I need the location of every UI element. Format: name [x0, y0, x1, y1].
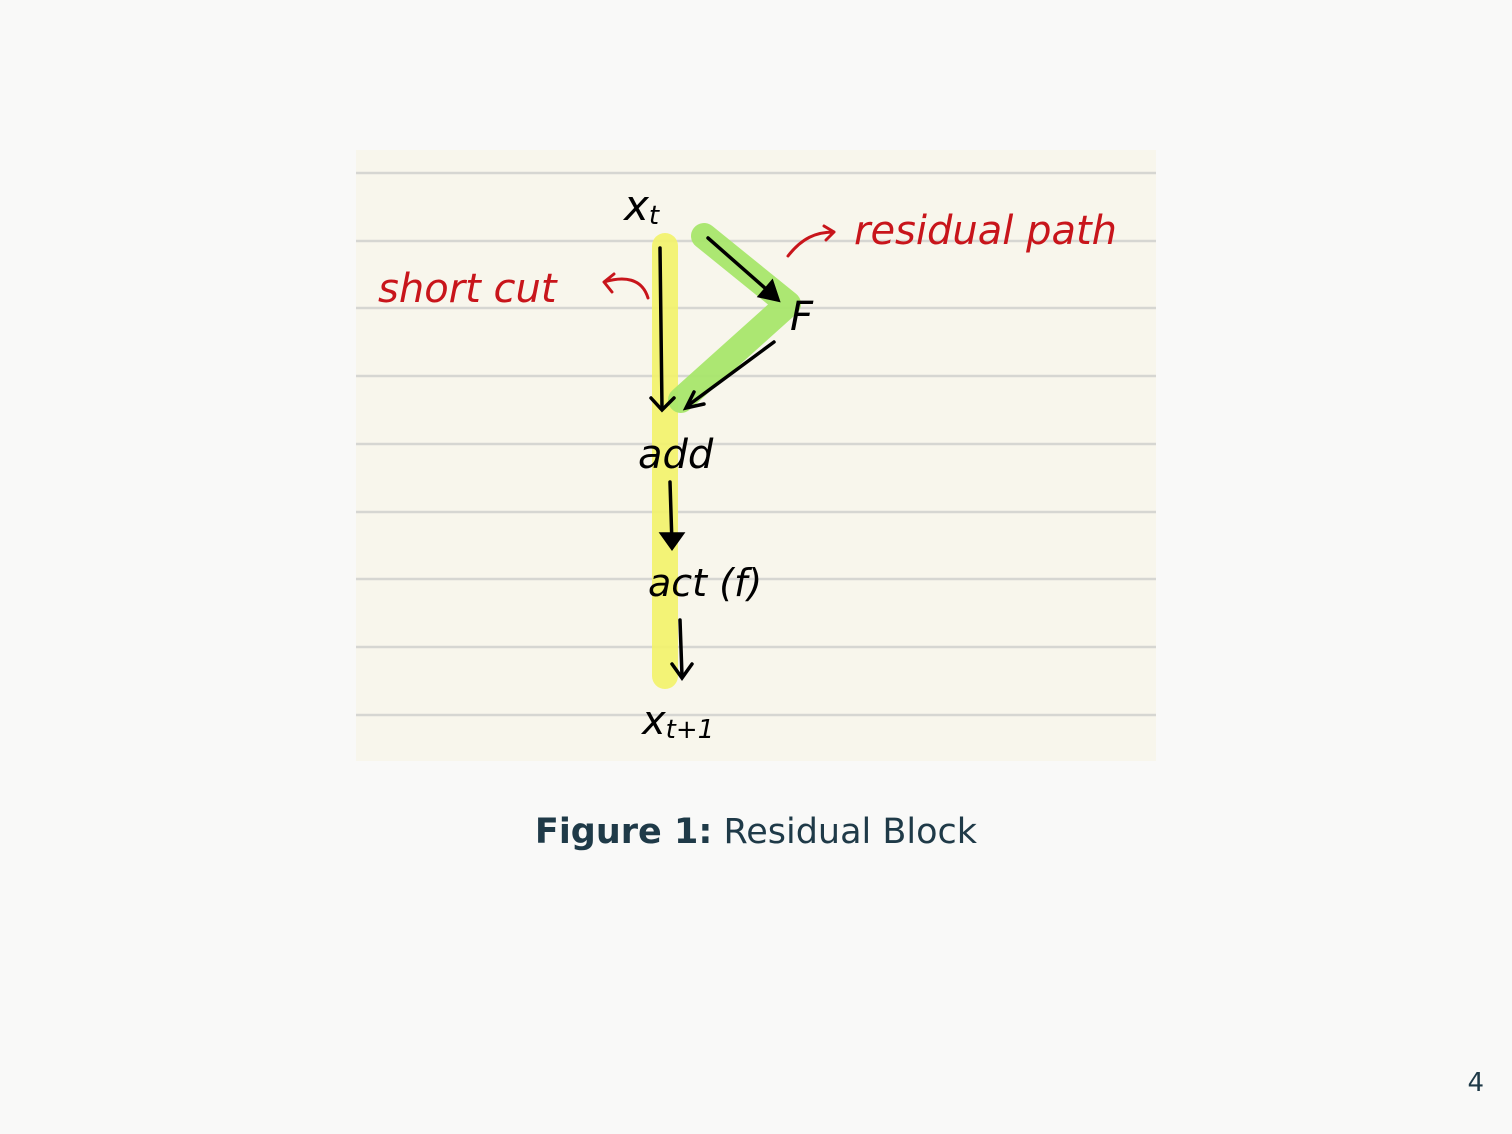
caption-text: Residual Block	[723, 812, 978, 852]
residual-input-arrow	[706, 236, 781, 303]
activation-node: act (f)	[648, 561, 762, 605]
shortcut-annotation: short cut	[378, 266, 558, 312]
residual-path-annotation: residual path	[854, 208, 1117, 254]
residual-annotation-arrow	[786, 224, 836, 258]
caption-label: Figure 1:	[534, 812, 713, 852]
ruled-lines	[356, 171, 1156, 717]
input-node: xt	[622, 181, 660, 231]
residual-block-diagram: xt F add act (f) xt+1 short cut residual…	[356, 171, 1156, 745]
residual-output-arrow	[682, 340, 776, 411]
add-to-activation-arrow	[658, 480, 686, 552]
output-node: xt+1	[640, 698, 714, 745]
add-node: add	[638, 432, 714, 478]
page-number: 4	[1467, 1068, 1484, 1098]
residual-function-node: F	[790, 294, 814, 340]
shortcut-annotation-arrow	[602, 272, 650, 300]
shortcut-arrow	[649, 246, 676, 413]
residual-block-figure: xt F add act (f) xt+1 short cut residual…	[356, 150, 1156, 761]
activation-to-output-arrow	[670, 618, 694, 682]
figure-caption: Figure 1: Residual Block	[0, 812, 1512, 852]
